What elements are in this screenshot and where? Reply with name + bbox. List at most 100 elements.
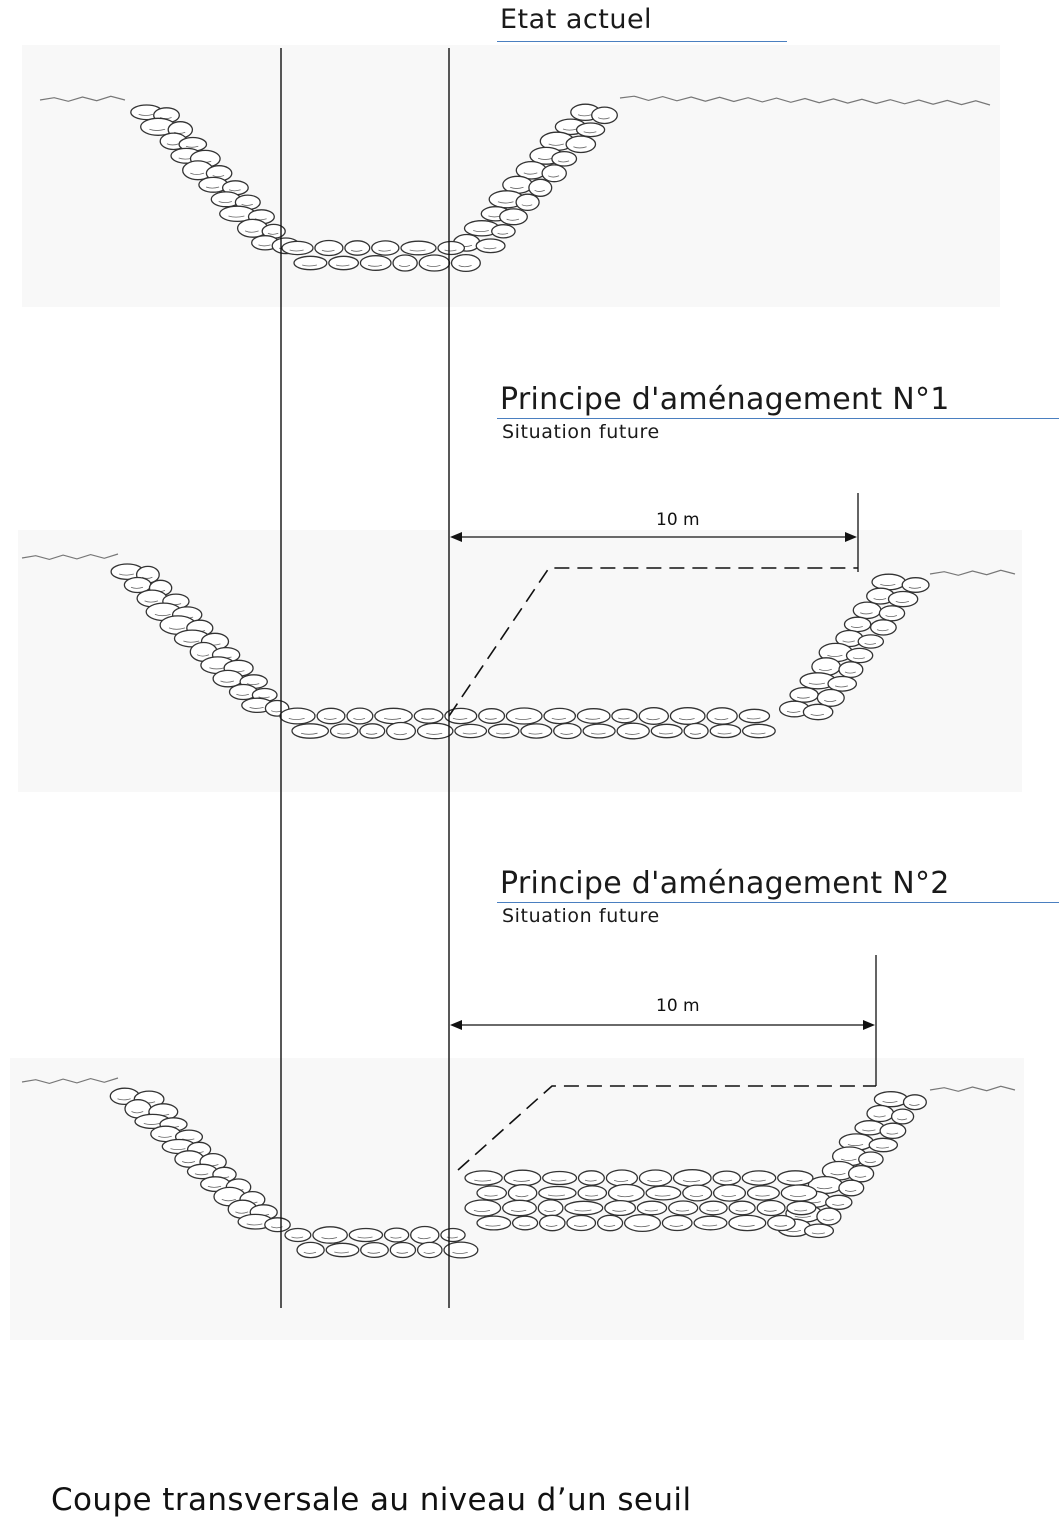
stone-shading — [158, 1135, 172, 1138]
stone-shading — [816, 1187, 833, 1190]
ground-surface-lines — [21, 95, 1016, 1092]
stone-shading — [550, 1179, 567, 1182]
stone-shading — [864, 1161, 876, 1163]
stone-bed-current — [371, 240, 400, 256]
stone-shading — [860, 612, 873, 615]
stone-shading — [876, 629, 889, 632]
stone-shading — [646, 718, 660, 721]
stone-shading — [822, 1218, 834, 1221]
stone-shading — [590, 732, 606, 735]
stone-shading — [131, 1111, 144, 1114]
stone-shading — [474, 1179, 492, 1182]
stone-shading — [755, 1194, 770, 1197]
stone-shading — [462, 732, 478, 735]
stone-shading — [786, 1179, 803, 1182]
stone-shading — [246, 683, 260, 685]
stone-right-bank-option1 — [816, 688, 845, 707]
stone-shading — [750, 1179, 766, 1182]
stone-shading — [830, 1173, 846, 1176]
stone-shading — [119, 573, 134, 576]
stone-bed-current — [293, 255, 328, 271]
stone-bed-current — [392, 254, 418, 272]
dimension-label-option1: 10 m — [656, 510, 700, 530]
stone-bed-current — [359, 255, 392, 271]
stone-shading — [291, 1236, 304, 1239]
stone-shading — [138, 114, 154, 116]
stone-right-bank-current — [528, 178, 553, 197]
stone-bed-raised-option2 — [786, 1200, 817, 1216]
stone-shading — [426, 265, 441, 267]
proposed-profile-option2 — [457, 1085, 876, 1171]
stone-shading — [750, 732, 766, 735]
stone-bed-raised-option2 — [741, 1170, 777, 1186]
stone-shading — [510, 186, 524, 189]
stone-shading — [612, 1209, 627, 1212]
stone-bed-option1 — [385, 721, 417, 741]
stone-shading — [737, 1224, 755, 1227]
stone-bed-current — [418, 254, 451, 272]
stone-bed-option1 — [346, 707, 374, 725]
stone-bed-option1 — [683, 722, 709, 740]
stone-shading — [302, 264, 317, 267]
stone-right-bank-option1 — [869, 619, 897, 636]
stone-bed-option1 — [616, 722, 650, 740]
stone-shading — [398, 265, 411, 267]
stone-bed-option1 — [478, 708, 506, 724]
stone-bed-current — [344, 240, 371, 256]
stone-shading — [181, 1161, 196, 1164]
stone-right-bank-option2 — [858, 1151, 884, 1168]
stone-bed-low-option2 — [443, 1241, 479, 1259]
stone-shading — [246, 1223, 263, 1226]
stone-shading — [617, 1195, 634, 1198]
stone-shading — [864, 643, 877, 645]
stone-bed-raised-option2 — [636, 1200, 668, 1216]
stone-shading — [827, 654, 843, 658]
ground-line-left-current — [39, 95, 126, 102]
stone-bed-raised-option2 — [605, 1169, 639, 1187]
stone-bed-option1 — [374, 707, 413, 725]
stone-bed-option1 — [413, 708, 444, 724]
stone-bed-raised-option2 — [503, 1169, 542, 1187]
stone-shading — [228, 189, 241, 192]
stone-shading — [117, 1098, 131, 1101]
stone-shading — [909, 1104, 920, 1106]
title-underline-current — [497, 41, 787, 42]
stone-shading — [811, 1232, 825, 1235]
stone-right-bank-option1 — [901, 577, 930, 593]
stone-shading — [396, 1251, 409, 1254]
stone-shading — [583, 131, 597, 134]
stone-shading — [633, 1225, 650, 1228]
stone-shading — [378, 249, 391, 252]
stone-shading — [220, 680, 235, 683]
stone-shading — [321, 249, 335, 252]
stone-bed-raised-option2 — [780, 1184, 818, 1202]
stone-shading — [383, 717, 402, 720]
stone-shading — [357, 1236, 373, 1239]
stone-bed-low-option2 — [325, 1242, 360, 1258]
stone-right-bank-option2 — [838, 1179, 865, 1197]
stone-bed-current — [437, 240, 466, 256]
stone-right-bank-option2 — [868, 1137, 899, 1153]
stone-shading — [880, 584, 896, 586]
stone-bed-low-option2 — [416, 1241, 443, 1259]
panel-subtitle-option2: Situation future — [502, 905, 660, 927]
ground-line-right-current — [619, 95, 991, 106]
stone-shading — [584, 1179, 597, 1182]
stone-shading — [353, 718, 366, 720]
stone-right-bank-current — [515, 193, 540, 212]
stone-shading — [547, 1194, 565, 1197]
stone-shading — [551, 717, 567, 720]
stone-shading — [735, 1209, 748, 1212]
stone-bed-option1 — [359, 723, 386, 739]
stone-right-bank-option2 — [902, 1094, 927, 1111]
stone-bed-option1 — [454, 723, 488, 739]
stone-right-bank-option2 — [803, 1223, 835, 1239]
stone-shading — [562, 128, 577, 131]
stone-shading — [682, 1180, 701, 1183]
stone-shading — [426, 732, 443, 735]
stone-shading — [528, 732, 543, 735]
stone-shading — [818, 668, 832, 671]
stone-shading — [185, 145, 199, 148]
